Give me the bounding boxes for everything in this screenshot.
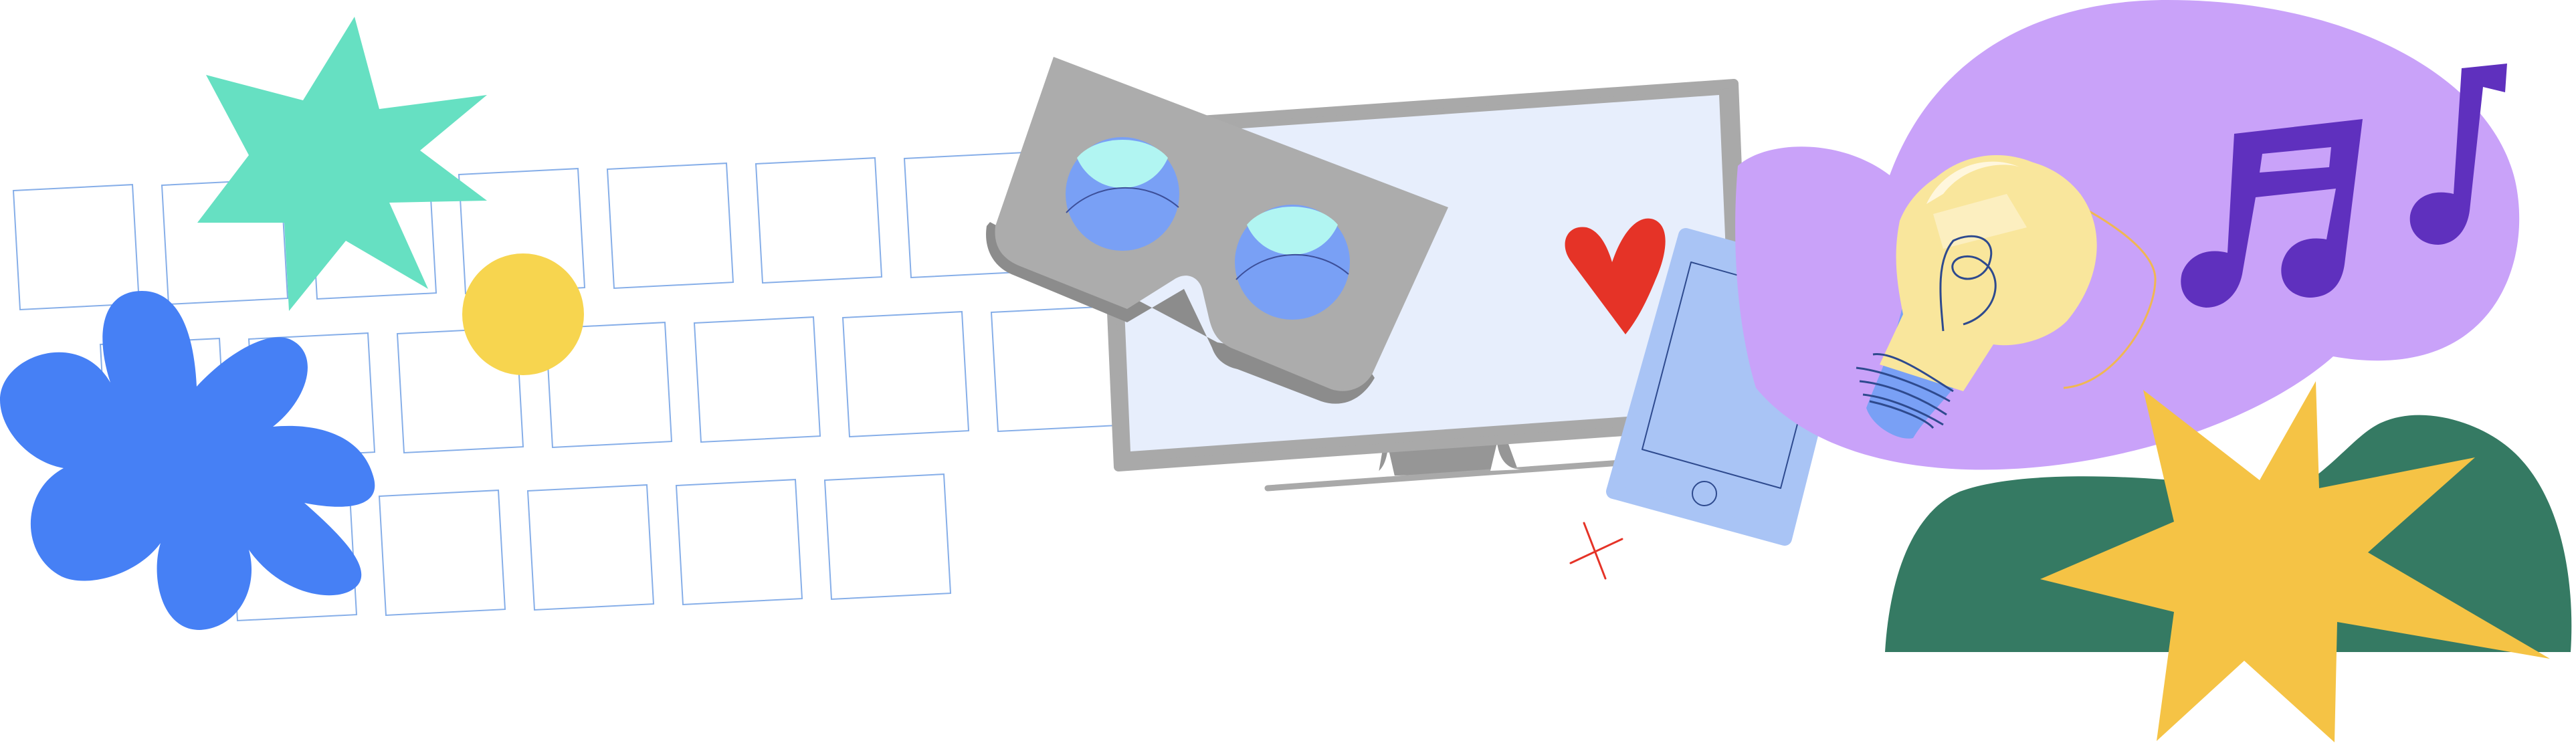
keyboard-key [606, 163, 734, 290]
keyboard-key [755, 157, 883, 284]
teal-star-icon [197, 17, 487, 311]
music-notes-icon [2181, 64, 2507, 308]
keyboard-key [693, 316, 821, 443]
red-sparkle-icon [1569, 522, 1623, 580]
keyboard-key [823, 473, 952, 601]
keyboard-key [990, 306, 1118, 433]
purple-cloud-icon [1735, 0, 2520, 470]
vr-headset-icon [986, 57, 1448, 404]
yellow-dot-icon [462, 253, 584, 375]
keyboard-key [544, 322, 673, 449]
keyboard-key [378, 490, 506, 617]
blue-flower-icon [0, 291, 375, 630]
lightbulb-icon [1856, 155, 2157, 439]
keyboard-key [526, 484, 655, 611]
heart-icon [1565, 218, 1666, 334]
yellow-star-icon [2040, 381, 2550, 742]
keyboard-key [675, 479, 803, 606]
keyboard-key [841, 311, 970, 438]
keyboard-key [12, 184, 140, 311]
